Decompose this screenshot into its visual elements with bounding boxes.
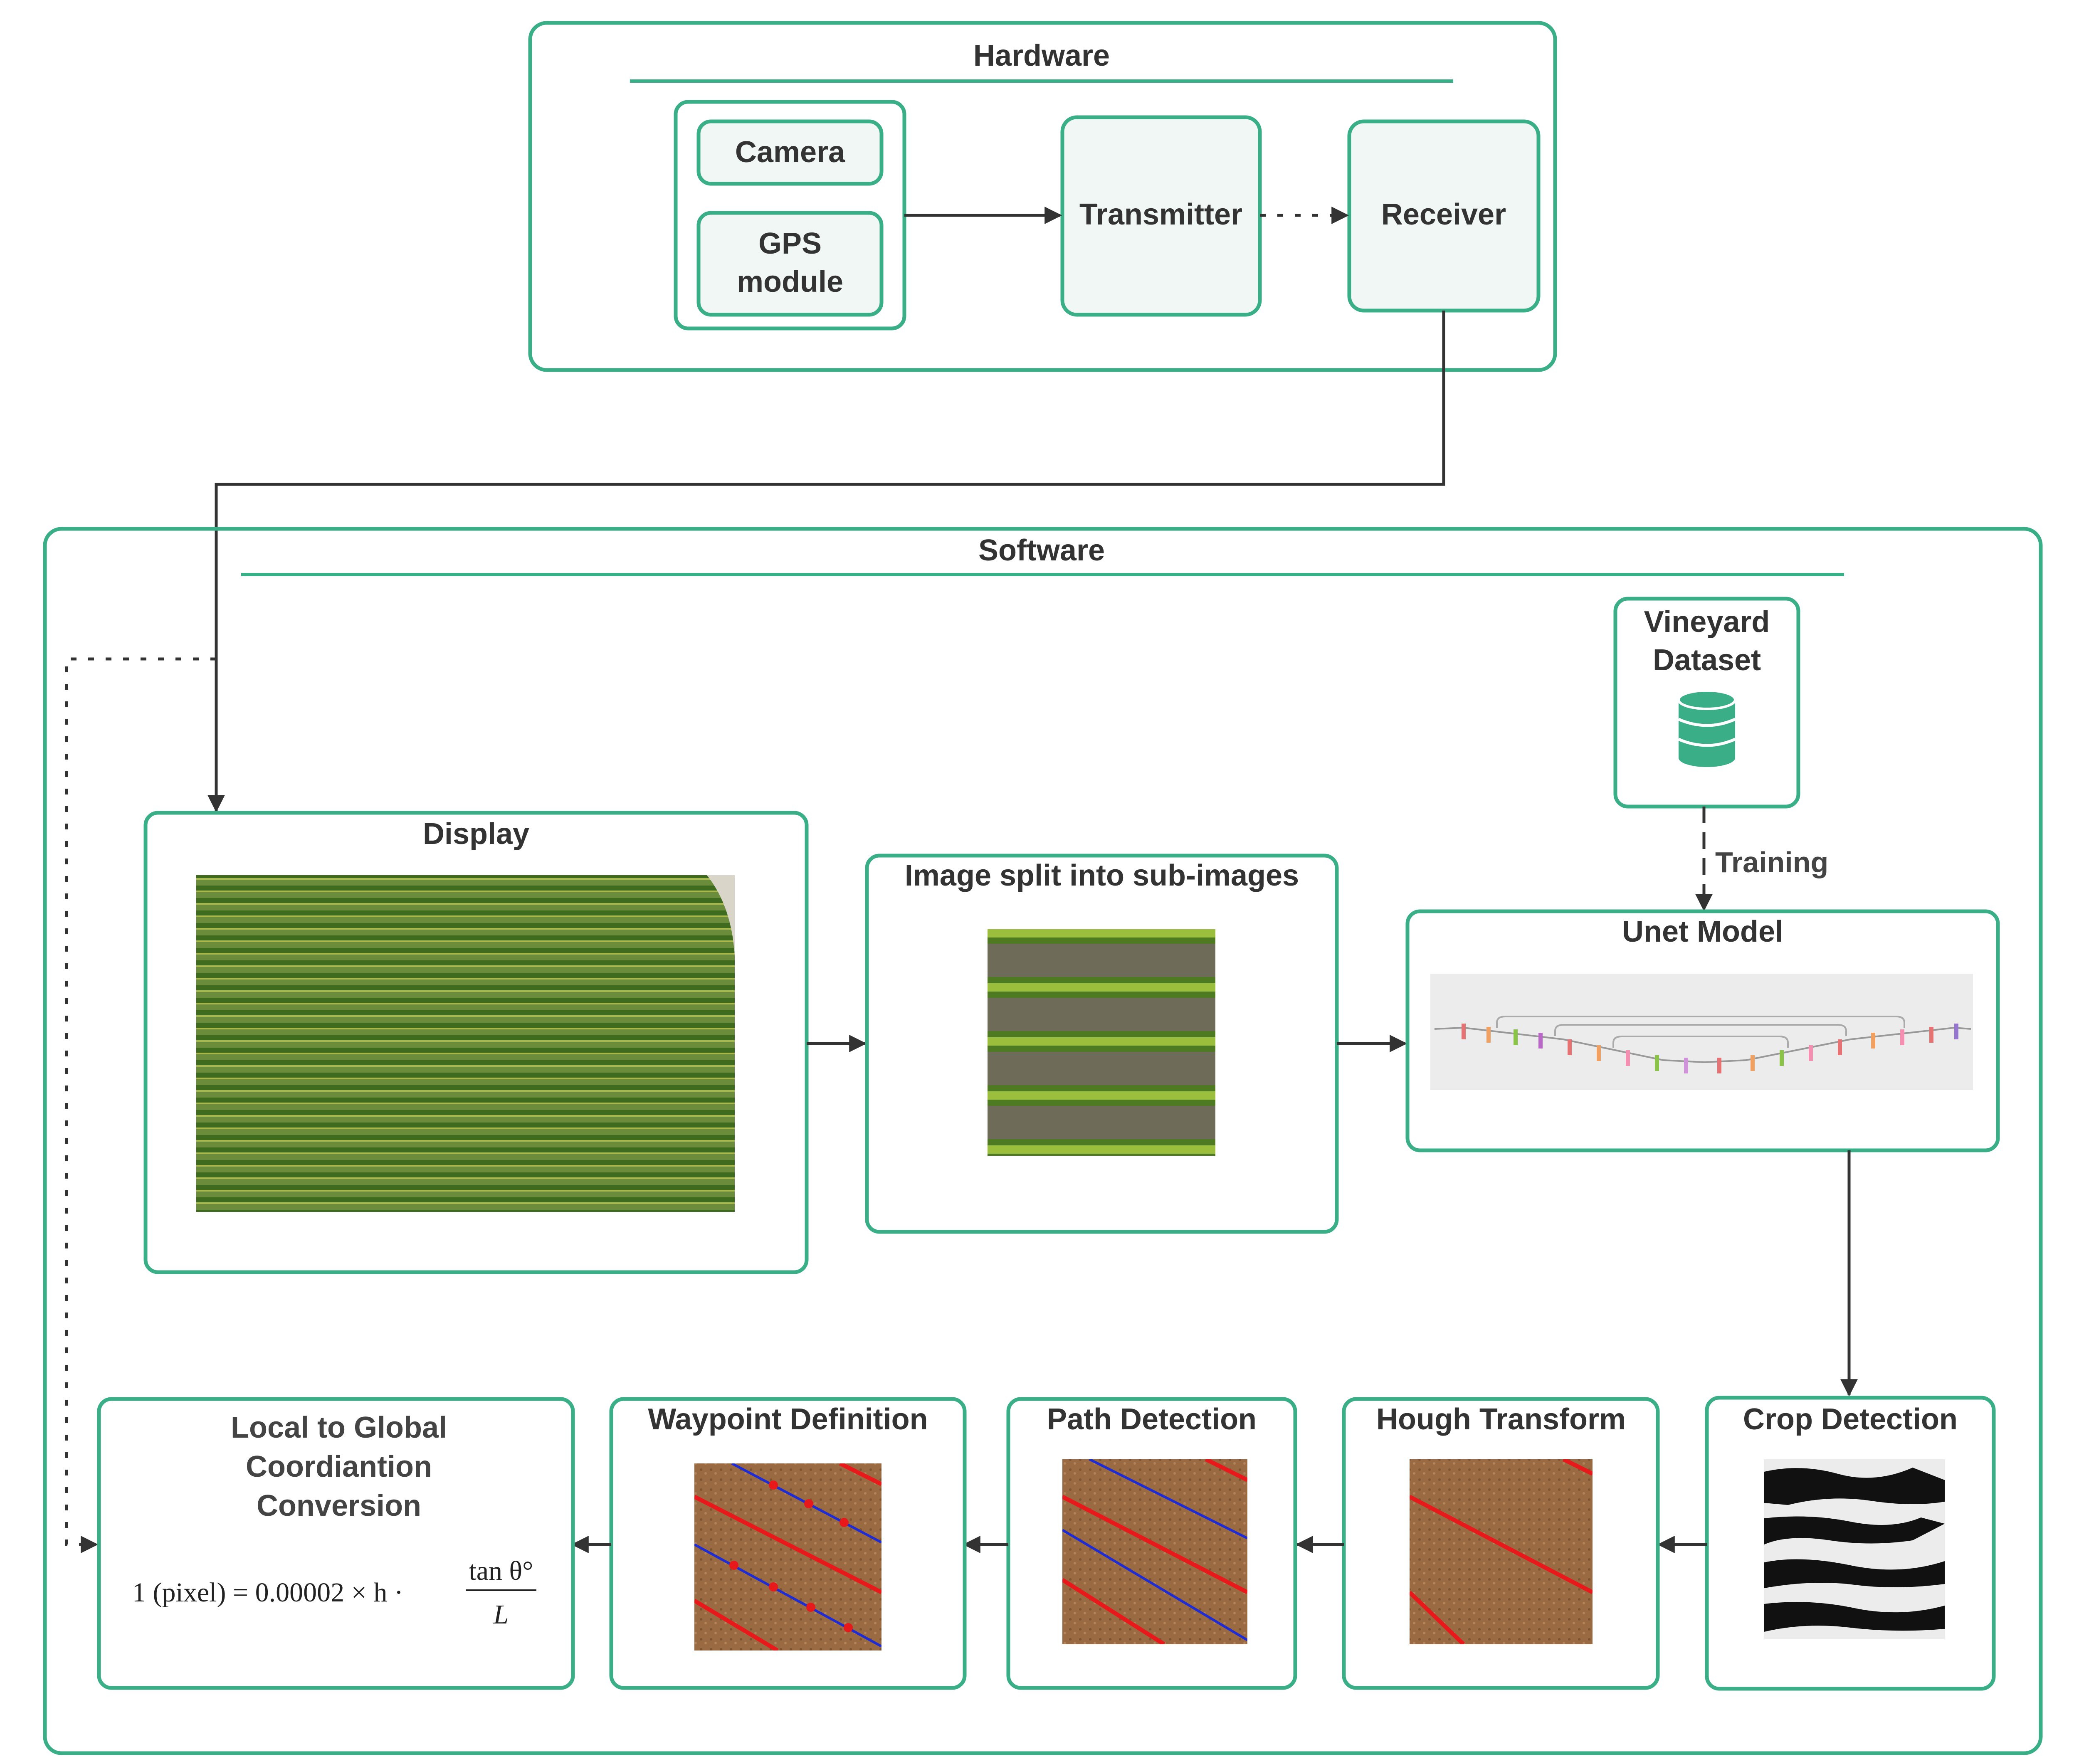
conversion-label-line1: Local to Global <box>231 1411 447 1444</box>
display-title: Display <box>423 817 529 851</box>
hough-title: Hough Transform <box>1376 1403 1626 1436</box>
conversion-box: Local to Global Coordiantion Conversion … <box>97 1397 575 1690</box>
crop-mask-image <box>1764 1459 1945 1639</box>
formula-denominator: L <box>493 1599 509 1630</box>
gps-label-line2: module <box>737 265 843 299</box>
gps-label-line1: GPS <box>758 227 822 260</box>
receiver-box: Receiver <box>1347 119 1541 313</box>
hardware-title: Hardware <box>973 39 1110 72</box>
hough-result-image <box>1410 1459 1593 1644</box>
dataset-label-line2: Dataset <box>1653 644 1761 677</box>
software-section: Software <box>43 527 2043 1755</box>
waypoint-definition-box: Waypoint Definition <box>609 1397 967 1690</box>
formula-numerator: tan θ° <box>469 1556 533 1586</box>
transmitter-label: Transmitter <box>1079 198 1242 231</box>
display-box: Display <box>143 811 809 1274</box>
vineyard-aerial-image <box>196 875 735 1212</box>
hardware-section: Hardware Camera GPS module Transmitter R… <box>528 21 1557 372</box>
waypoint-title: Waypoint Definition <box>648 1403 928 1436</box>
waypoint-image <box>694 1463 881 1651</box>
unet-model-box: Unet Model <box>1405 909 2000 1152</box>
unet-architecture-image <box>1430 974 1973 1090</box>
path-detection-title: Path Detection <box>1047 1403 1257 1436</box>
formula-lhs: 1 (pixel) = 0.00002 × h · <box>132 1577 403 1608</box>
pixel-conversion-formula: 1 (pixel) = 0.00002 × h · tan θ° L <box>132 1556 536 1630</box>
sub-image <box>988 929 1215 1156</box>
conversion-label-line3: Conversion <box>257 1489 421 1522</box>
edge-receiver-to-display <box>207 311 1445 813</box>
path-detection-image <box>1062 1459 1247 1644</box>
unet-title: Unet Model <box>1622 915 1783 948</box>
training-label: Training <box>1715 846 1828 878</box>
receiver-label: Receiver <box>1381 198 1506 231</box>
dataset-label-line1: Vineyard <box>1644 605 1770 639</box>
vineyard-dataset-box: Vineyard Dataset <box>1613 597 1800 809</box>
software-title: Software <box>978 534 1105 567</box>
crop-detection-box: Crop Detection <box>1705 1396 1996 1691</box>
edge-receiver-to-conversion-dotted <box>65 657 216 1553</box>
crop-detection-title: Crop Detection <box>1743 1403 1958 1436</box>
split-title: Image split into sub-images <box>905 859 1299 892</box>
hough-transform-box: Hough Transform <box>1342 1397 1660 1690</box>
database-icon <box>1677 689 1736 767</box>
transmitter-box: Transmitter <box>1060 115 1262 317</box>
image-split-box: Image split into sub-images <box>865 854 1339 1234</box>
conversion-label-line2: Coordiantion <box>246 1450 432 1483</box>
gps-module-box: GPS module <box>696 211 884 317</box>
path-detection-box: Path Detection <box>1006 1397 1297 1690</box>
camera-label: Camera <box>735 136 845 169</box>
camera-box: Camera <box>696 119 884 186</box>
